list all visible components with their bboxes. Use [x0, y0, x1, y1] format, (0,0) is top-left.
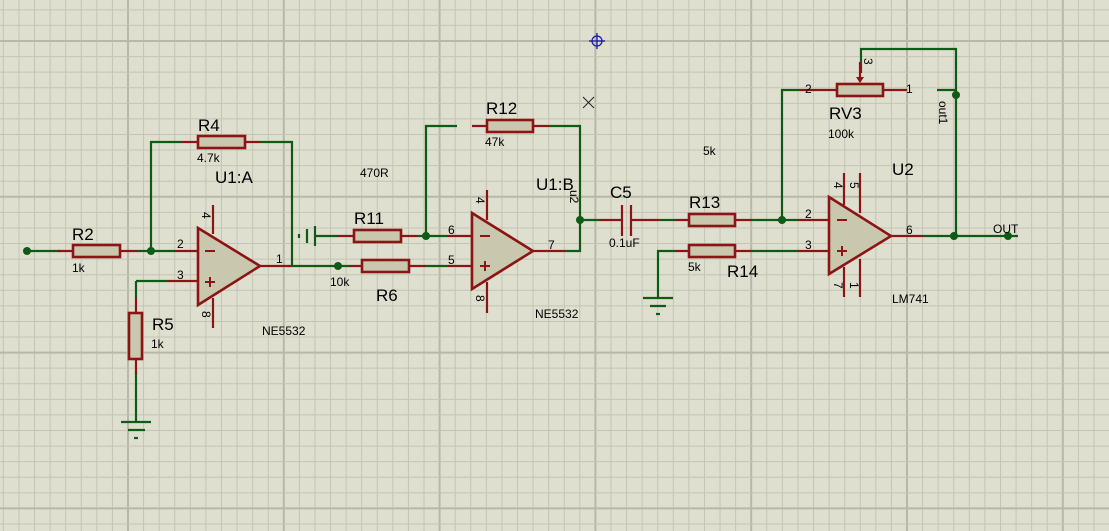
svg-text:5: 5 — [847, 182, 861, 189]
svg-text:2: 2 — [177, 237, 184, 251]
ground-icon[interactable] — [643, 296, 673, 316]
value-label: 10k — [330, 275, 350, 289]
svg-text:1: 1 — [847, 282, 861, 289]
ref-label: R6 — [376, 286, 398, 305]
svg-text:6: 6 — [448, 223, 455, 237]
output-terminal[interactable] — [1004, 232, 1012, 240]
value-label: 4.7k — [197, 151, 221, 165]
net-label-out: OUT — [993, 222, 1019, 236]
value-label: 5k — [703, 144, 717, 158]
value-label: 100k — [828, 127, 855, 141]
ref-label: R2 — [72, 225, 94, 244]
potentiometer-RV3[interactable]: 2 1 3 RV3 100k — [800, 58, 913, 141]
svg-text:1: 1 — [906, 82, 913, 96]
part-label: LM741 — [892, 292, 929, 306]
svg-text:5: 5 — [448, 253, 455, 267]
part-label: NE5532 — [535, 307, 579, 321]
svg-text:4: 4 — [199, 212, 213, 219]
svg-text:1: 1 — [276, 252, 283, 266]
ref-label: R11 — [354, 209, 384, 228]
resistor-R4[interactable]: R4 4.7k — [182, 116, 260, 165]
svg-text:8: 8 — [473, 295, 487, 302]
svg-text:7: 7 — [831, 282, 845, 289]
value-label: 0.1uF — [609, 236, 640, 250]
svg-text:2: 2 — [805, 82, 812, 96]
value-label: 1k — [72, 261, 86, 275]
value-label: 5k — [688, 260, 702, 274]
value-label: 1k — [151, 337, 165, 351]
svg-text:3: 3 — [177, 268, 184, 282]
ref-label: C5 — [610, 183, 632, 202]
resistor-R13[interactable]: R13 5k — [675, 144, 752, 228]
opamp-U2[interactable]: 2 3 6 4 5 7 1 U2 LM741 — [798, 160, 929, 306]
input-terminal[interactable] — [23, 247, 31, 255]
ref-label: U2 — [892, 160, 914, 179]
resistor-R12[interactable]: R12 47k — [472, 99, 549, 149]
ground-icon[interactable] — [297, 226, 317, 246]
ref-label: RV3 — [829, 104, 862, 123]
cursor-cross-icon — [582, 96, 595, 109]
resistor-R2[interactable]: R2 1k — [58, 225, 137, 275]
svg-text:7: 7 — [548, 238, 555, 252]
svg-text:6: 6 — [906, 223, 913, 237]
ref-label: U1:B — [536, 175, 574, 194]
ref-label: R12 — [486, 99, 517, 118]
ground-icon[interactable] — [121, 420, 151, 440]
origin-marker-icon — [589, 33, 605, 49]
junctions — [23, 91, 1012, 270]
net-label-u2: u2 — [567, 190, 581, 204]
resistor-R6[interactable]: R6 10k — [330, 258, 426, 305]
svg-text:3: 3 — [805, 238, 812, 252]
ref-label: U1:A — [215, 168, 253, 187]
opamp-U1B[interactable]: 6 5 7 4 8 U1:B NE5532 — [448, 175, 579, 321]
ref-label: R5 — [152, 315, 174, 334]
resistor-R5[interactable]: R5 1k — [127, 298, 174, 374]
ref-label: R4 — [198, 116, 220, 135]
svg-text:3: 3 — [861, 58, 875, 65]
svg-text:2: 2 — [805, 207, 812, 221]
resistor-R14[interactable]: R14 5k — [675, 243, 758, 281]
net-label-out1: out1 — [936, 101, 950, 125]
part-label: NE5532 — [262, 324, 306, 338]
svg-text:4: 4 — [831, 182, 845, 189]
ref-label: R13 — [689, 193, 720, 212]
value-label: 47k — [485, 135, 505, 149]
opamp-U1A[interactable]: 2 3 1 4 8 U1:A NE5532 — [167, 168, 306, 338]
capacitor-C5[interactable]: C5 0.1uF — [600, 183, 659, 250]
svg-text:8: 8 — [199, 311, 213, 318]
svg-text:4: 4 — [473, 197, 487, 204]
ref-label: R14 — [727, 262, 758, 281]
resistor-R11[interactable]: R11 470R — [337, 166, 417, 244]
value-label: 470R — [360, 166, 389, 180]
